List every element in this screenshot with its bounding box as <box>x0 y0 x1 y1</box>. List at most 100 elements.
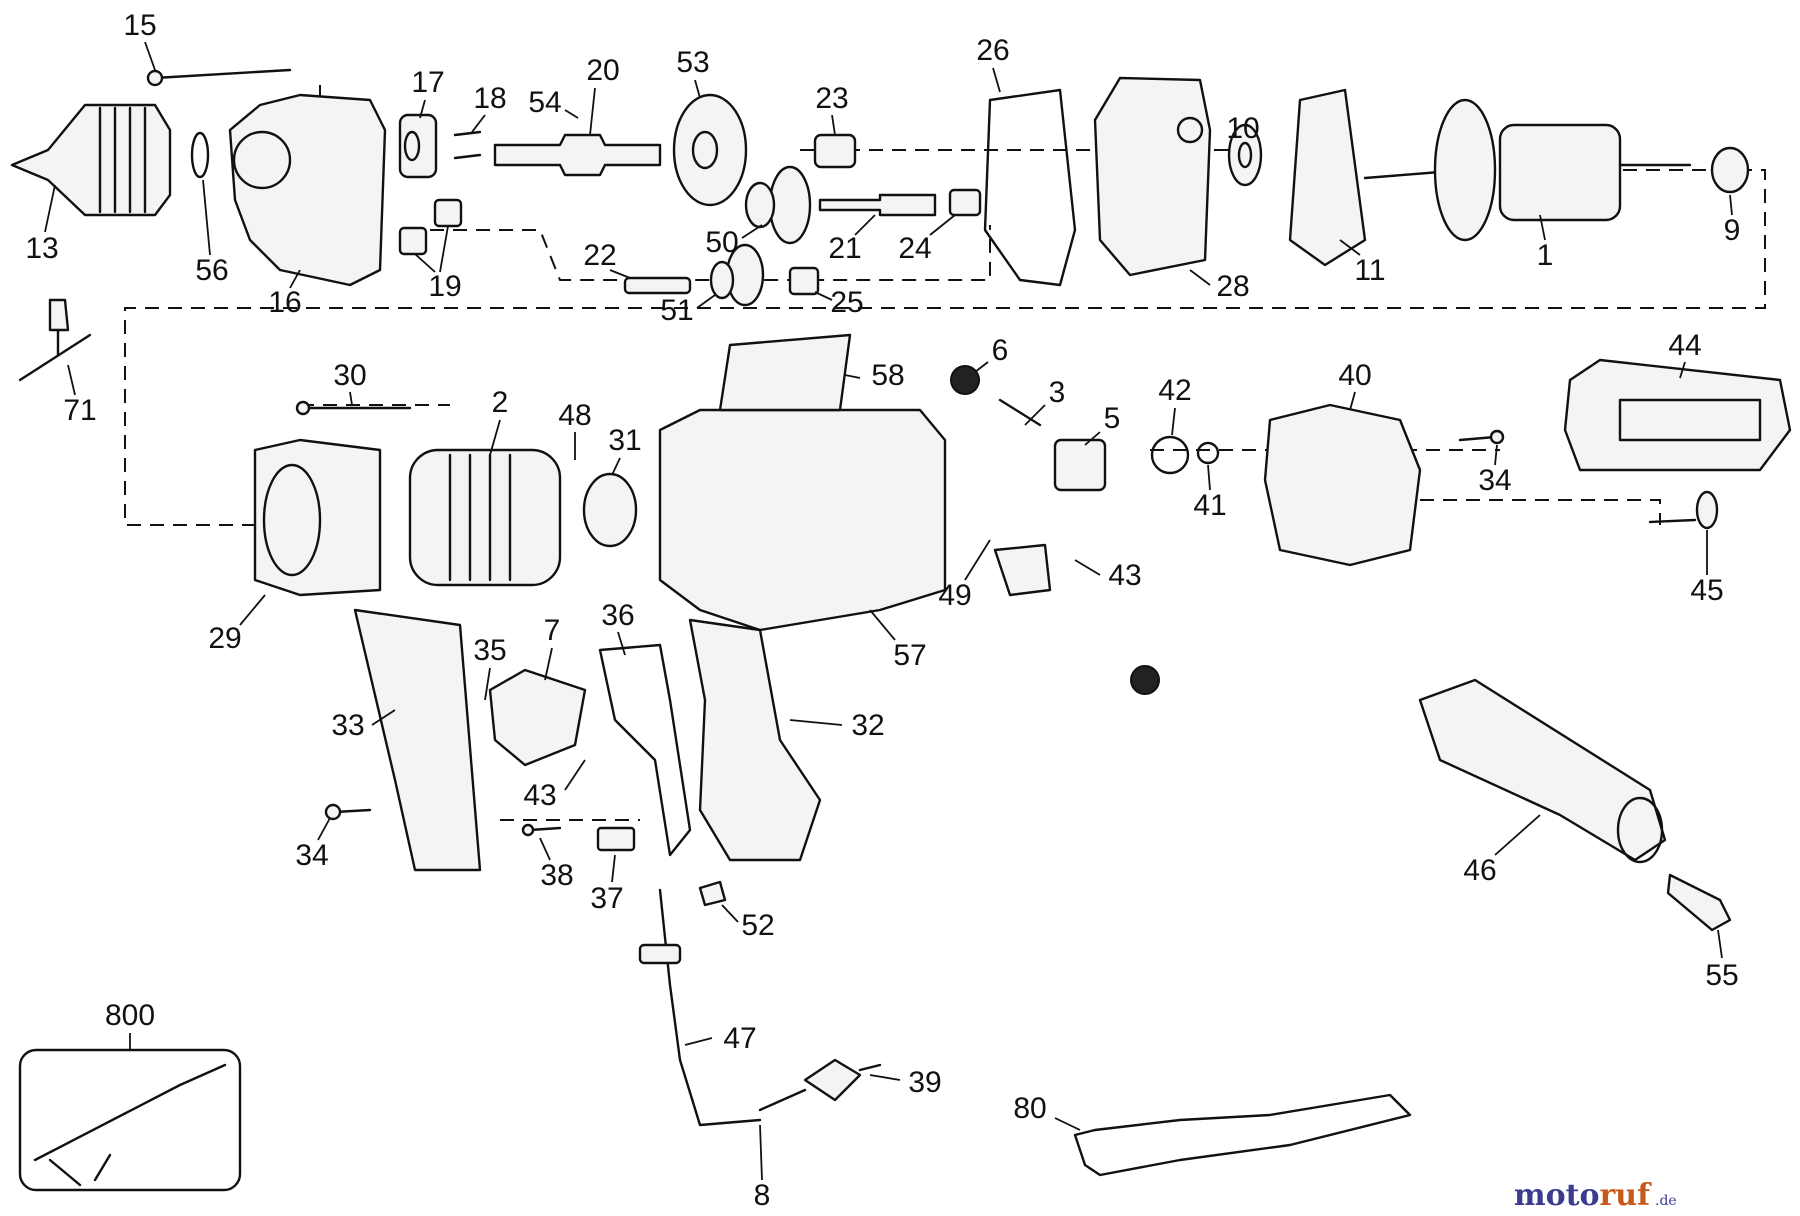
field-2 <box>408 448 562 587</box>
part-label-11: 11 <box>1354 254 1385 287</box>
drill-chuck <box>10 103 172 217</box>
gasket-26 <box>983 88 1077 287</box>
part-label-17: 17 <box>411 66 444 99</box>
armature-1 <box>1363 98 1692 242</box>
gear-housing-28 <box>1093 76 1212 277</box>
small-screws-18 <box>453 130 482 160</box>
connector-37 <box>596 826 636 852</box>
part-label-29: 29 <box>208 622 241 655</box>
svg-text:motoruf: motoruf <box>1514 1178 1652 1213</box>
part-label-34-rear: 34 <box>1478 464 1511 497</box>
screw-38 <box>521 823 562 837</box>
part-label-28: 28 <box>1216 270 1249 303</box>
part-label-24: 24 <box>898 232 931 265</box>
bearing-31 <box>582 472 638 548</box>
part-label-32: 32 <box>851 709 884 742</box>
washer-56 <box>190 131 210 179</box>
strap-80 <box>1073 1093 1412 1177</box>
part-label-5: 5 <box>1104 402 1121 435</box>
gear-cluster-50 <box>744 165 812 245</box>
part-label-7: 7 <box>544 614 561 647</box>
part-label-25: 25 <box>830 286 863 319</box>
part-label-33: 33 <box>331 709 364 742</box>
part-label-46: 46 <box>1463 854 1496 887</box>
part-label-1: 1 <box>1537 239 1554 272</box>
part-label-71: 71 <box>63 394 96 427</box>
handle-32 <box>688 618 822 862</box>
bushings-19 <box>398 198 463 256</box>
bearing-10 <box>1227 123 1263 187</box>
part-label-13: 13 <box>25 232 58 265</box>
part-label-38: 38 <box>540 859 573 892</box>
brush-holders <box>950 365 1220 695</box>
part-label-42: 42 <box>1158 374 1191 407</box>
part-label-43: 43 <box>1108 559 1141 592</box>
part-label-80: 80 <box>1013 1092 1046 1125</box>
screw-34-rear <box>1458 429 1505 445</box>
part-label-800: 800 <box>105 999 155 1032</box>
part-labels: 1 2 3 5 6 7 8 9 10 11 13 15 16 17 18 19 … <box>25 9 1740 1212</box>
part-label-43-lower: 43 <box>523 779 556 812</box>
bearing-9 <box>1710 146 1750 194</box>
screw-15 <box>146 68 292 87</box>
rear-housing-40 <box>1263 403 1422 567</box>
part-label-50: 50 <box>705 226 738 259</box>
part-label-35: 35 <box>473 634 506 667</box>
part-label-8: 8 <box>754 1179 771 1212</box>
part-label-3: 3 <box>1049 376 1066 409</box>
part-label-21: 21 <box>828 232 861 265</box>
part-label-31: 31 <box>608 424 641 457</box>
part-label-55: 55 <box>1705 959 1738 992</box>
part-label-39: 39 <box>908 1066 941 1099</box>
rear-handle-44 <box>1563 358 1792 472</box>
trigger-bracket-36 <box>598 643 692 857</box>
part-label-47: 47 <box>723 1022 756 1055</box>
spindle-20 <box>493 133 662 177</box>
gear-51 <box>709 243 765 307</box>
bearing-24 <box>948 188 982 217</box>
watermark: motoruf .de <box>1514 1178 1677 1213</box>
part-label-19: 19 <box>428 270 461 303</box>
part-label-49: 49 <box>938 579 971 612</box>
gear-53 <box>672 93 748 207</box>
part-label-9: 9 <box>1724 214 1741 247</box>
part-label-20: 20 <box>586 54 619 87</box>
shaft-21 <box>818 193 937 217</box>
part-label-56: 56 <box>195 254 228 287</box>
part-label-44: 44 <box>1668 329 1701 362</box>
bearing-17 <box>398 113 438 179</box>
inset-tool-800 <box>18 1048 242 1192</box>
part-label-34: 34 <box>295 839 328 872</box>
part-label-18: 18 <box>473 82 506 115</box>
gear-case <box>228 93 387 287</box>
part-label-2: 2 <box>492 386 509 419</box>
part-label-23: 23 <box>815 82 848 115</box>
fan-baffle-29 <box>253 438 382 597</box>
bearing-25 <box>788 266 820 296</box>
screw-34 <box>324 803 372 821</box>
part-label-36: 36 <box>601 599 634 632</box>
handle-cover-33 <box>353 608 482 872</box>
part-label-51: 51 <box>660 294 693 327</box>
part-label-45: 45 <box>1690 574 1723 607</box>
part-label-15: 15 <box>123 9 156 42</box>
watermark-tld: .de <box>1655 1193 1677 1209</box>
part-label-52: 52 <box>741 909 774 942</box>
shaft-22 <box>623 276 692 295</box>
switch-7 <box>488 668 587 767</box>
part-label-30: 30 <box>333 359 366 392</box>
part-label-58: 58 <box>871 359 904 392</box>
chuck-key <box>18 298 92 382</box>
part-label-10: 10 <box>1226 112 1259 145</box>
part-label-22: 22 <box>583 239 616 272</box>
part-label-40: 40 <box>1338 359 1371 392</box>
watermark-brand-b: ruf <box>1599 1178 1652 1213</box>
bearing-23 <box>813 133 857 169</box>
strain-relief-52 <box>698 880 727 907</box>
part-label-54: 54 <box>528 86 561 119</box>
part-label-37: 37 <box>590 882 623 915</box>
label-58 <box>718 333 852 412</box>
bolt-55 <box>1666 873 1732 932</box>
part-label-53: 53 <box>676 46 709 79</box>
